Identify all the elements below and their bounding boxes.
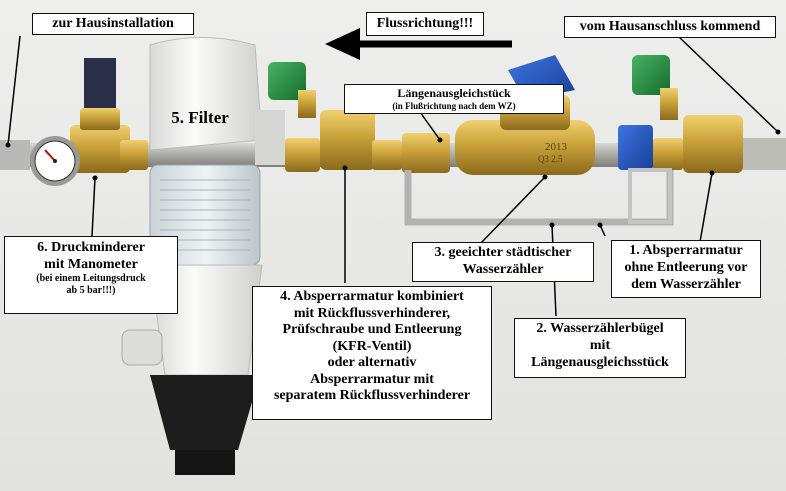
filter-drain — [150, 375, 260, 450]
druckminderer-line2: mit Manometer — [44, 257, 138, 273]
absperr1-line2: ohne Entleerung vor — [624, 260, 748, 276]
absperr4-line: oder alternativ — [327, 355, 417, 371]
absperr4-line: mit Rückflussverhinderer, — [293, 305, 451, 321]
label-laengenausgleichstueck: Längenausgleichstück (in Flußrichtung na… — [344, 84, 564, 114]
absperr4-line: (KFR-Ventil) — [332, 338, 412, 354]
laengenausgleich-title: Längenausgleichstück — [397, 86, 511, 100]
label-absperrarmatur-1: 1. Absperrarmatur ohne Entleerung vor de… — [611, 240, 761, 298]
label-hausanschluss: vom Hausanschluss kommend — [564, 16, 776, 38]
right-valve-body — [683, 115, 743, 173]
label-wasserzaehlerbuegel: 2. Wasserzählerbügel mit Längenausgleich… — [514, 318, 686, 378]
druckminderer-note2: ab 5 bar!!!) — [66, 285, 116, 297]
absperr4-line: 4. Absperrarmatur kombiniert — [280, 289, 464, 304]
label-absperrarmatur-4: 4. Absperrarmatur kombiniert mit Rückflu… — [252, 286, 492, 420]
wasserzaehler-line1: 3. geeichter städtischer — [434, 245, 572, 260]
absperr4-line: separatem Rückflussverhinderer — [273, 388, 471, 404]
meter-size: Q3 2.5 — [538, 154, 563, 164]
label-druckminderer: 6. Druckminderer mit Manometer (bei eine… — [4, 236, 178, 314]
label-hausinstallation: zur Hausinstallation — [32, 13, 194, 35]
meter-year: 2013 — [545, 141, 568, 153]
druckminderer-line1: 6. Druckminderer — [37, 240, 145, 255]
label-wasserzaehler: 3. geeichter städtischer Wasserzähler — [412, 242, 594, 282]
flow-arrow-head — [325, 28, 360, 60]
kfr-valve-body — [320, 110, 375, 170]
buegel-line2: mit — [589, 338, 611, 354]
filter-head — [149, 37, 263, 151]
green-handle-right — [632, 55, 670, 95]
label-filter: 5. Filter — [171, 108, 229, 127]
druckminderer-note1: (bei einem Leitungsdruck — [36, 273, 146, 285]
absperr4-line: Absperrarmatur mit — [310, 371, 434, 387]
absperr4-line: Prüfschraube und Entleerung — [282, 322, 462, 338]
pressure-reducer-body — [70, 125, 130, 173]
laengenausgleich-note: (in Flußrichtung nach dem WZ) — [392, 100, 516, 111]
wasserzaehler-line2: Wasserzähler — [462, 262, 544, 278]
absperr1-line1: 1. Absperrarmatur — [629, 243, 743, 258]
buegel-line1: 2. Wasserzählerbügel — [536, 321, 664, 336]
buegel-line3: Längenausgleichsstück — [531, 355, 669, 371]
blue-coupling — [618, 125, 653, 170]
green-handle-left — [268, 62, 306, 100]
water-meter-body — [455, 120, 595, 175]
absperr1-line3: dem Wasserzähler — [631, 277, 741, 293]
label-flussrichtung: Flussrichtung!!! — [366, 12, 484, 36]
